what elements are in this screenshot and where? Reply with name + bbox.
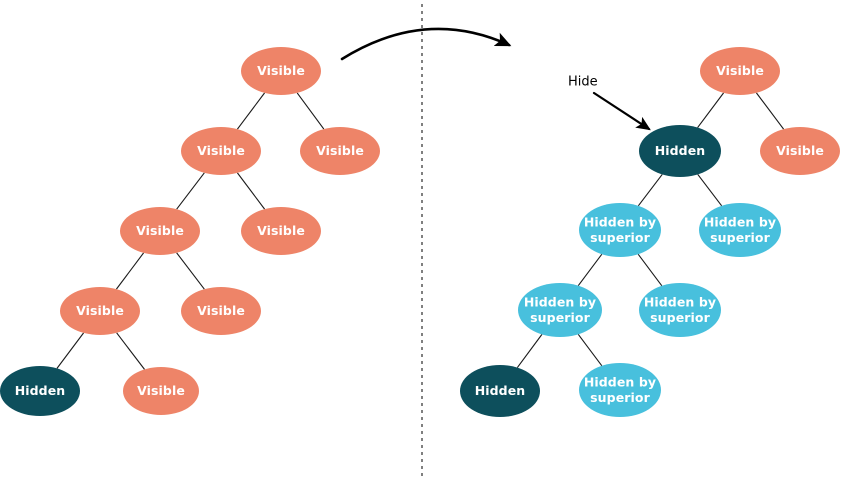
tree-edge: [236, 92, 266, 130]
node-ellipse[interactable]: [181, 287, 261, 335]
tree-edge: [755, 92, 785, 130]
tree-edge: [637, 174, 663, 207]
node-ellipse[interactable]: [639, 125, 721, 177]
tree-node[interactable]: Visible: [120, 207, 200, 255]
node-ellipse[interactable]: [579, 363, 661, 417]
tree-node[interactable]: Hidden: [639, 125, 721, 177]
tree-edge: [56, 332, 85, 369]
tree-edges-layer: [56, 92, 785, 370]
hide-annotation-label: Hide: [568, 75, 598, 90]
node-ellipse[interactable]: [579, 203, 661, 257]
tree-edge: [115, 252, 145, 290]
tree-node[interactable]: Visible: [700, 47, 780, 95]
hide-annotation-group: Hide: [568, 75, 651, 131]
node-ellipse[interactable]: [241, 47, 321, 95]
tree-node[interactable]: Hidden: [0, 366, 80, 416]
node-ellipse[interactable]: [460, 365, 540, 417]
transition-arrow: [340, 27, 512, 61]
node-ellipse[interactable]: [639, 283, 721, 337]
tree-edge: [236, 172, 266, 210]
node-ellipse[interactable]: [241, 207, 321, 255]
tree-edge: [697, 92, 725, 128]
tree-node[interactable]: Visible: [241, 47, 321, 95]
node-ellipse[interactable]: [181, 127, 261, 175]
node-ellipse[interactable]: [699, 203, 781, 257]
node-ellipse[interactable]: [700, 47, 780, 95]
tree-node[interactable]: Visible: [123, 367, 199, 415]
tree-node[interactable]: Visible: [241, 207, 321, 255]
node-ellipse[interactable]: [300, 127, 380, 175]
node-ellipse[interactable]: [123, 367, 199, 415]
tree-edge: [176, 172, 205, 210]
tree-edge: [577, 333, 603, 367]
tree-edge: [697, 174, 723, 207]
tree-edge: [116, 332, 145, 370]
tree-node[interactable]: Visible: [60, 287, 140, 335]
node-ellipse[interactable]: [120, 207, 200, 255]
node-ellipse[interactable]: [0, 366, 80, 416]
node-ellipse[interactable]: [60, 287, 140, 335]
node-ellipse[interactable]: [518, 283, 602, 337]
tree-node[interactable]: Visible: [181, 127, 261, 175]
tree-edge: [176, 252, 205, 290]
tree-edge: [577, 253, 603, 287]
tree-node[interactable]: Visible: [760, 127, 840, 175]
hide-annotation-arrow: [592, 91, 651, 131]
tree-node[interactable]: Visible: [181, 287, 261, 335]
tree-node[interactable]: Visible: [300, 127, 380, 175]
node-ellipse[interactable]: [760, 127, 840, 175]
tree-edge: [637, 253, 663, 287]
tree-node[interactable]: Hidden: [460, 365, 540, 417]
tree-edge: [296, 92, 325, 130]
tree-edge: [516, 334, 543, 368]
